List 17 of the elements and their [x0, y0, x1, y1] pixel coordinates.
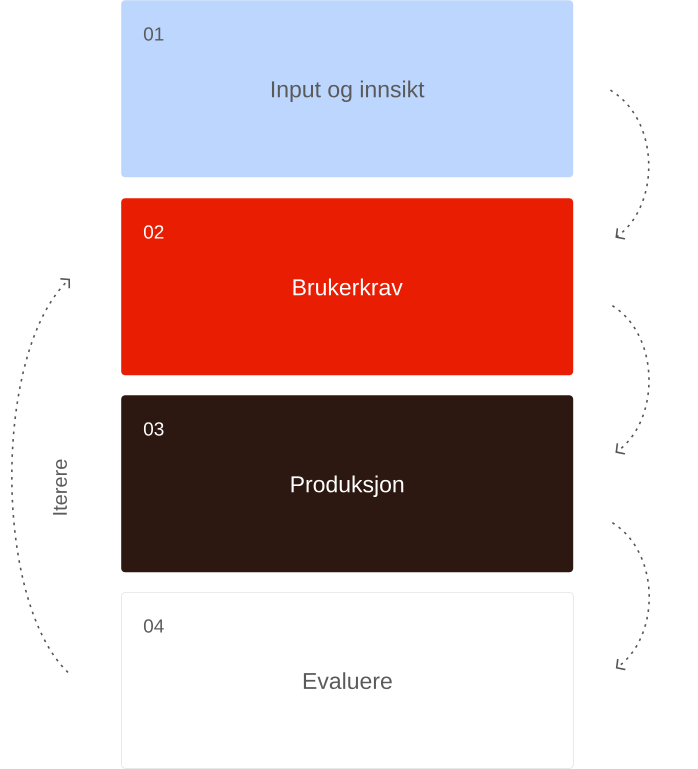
step-title: Input og innsikt: [272, 80, 424, 102]
step-title: Produksjon: [292, 476, 404, 497]
step-card: [121, 0, 574, 178]
step-card: [121, 592, 574, 769]
edge-label: Iterere: [53, 460, 67, 515]
step-card: [121, 198, 574, 376]
step-number: 03: [144, 422, 164, 436]
step-number: 02: [144, 225, 164, 239]
step-number: 01: [144, 27, 164, 41]
step-card: [121, 395, 574, 572]
curved-arrow: [610, 90, 650, 240]
curved-arrow: [612, 305, 650, 455]
curved-arrow: [612, 522, 650, 670]
step-number: 04: [144, 619, 164, 633]
step-title: Brukerkrav: [293, 278, 403, 296]
step-title: Evaluere: [304, 672, 392, 690]
curved-arrow: [11, 278, 70, 673]
